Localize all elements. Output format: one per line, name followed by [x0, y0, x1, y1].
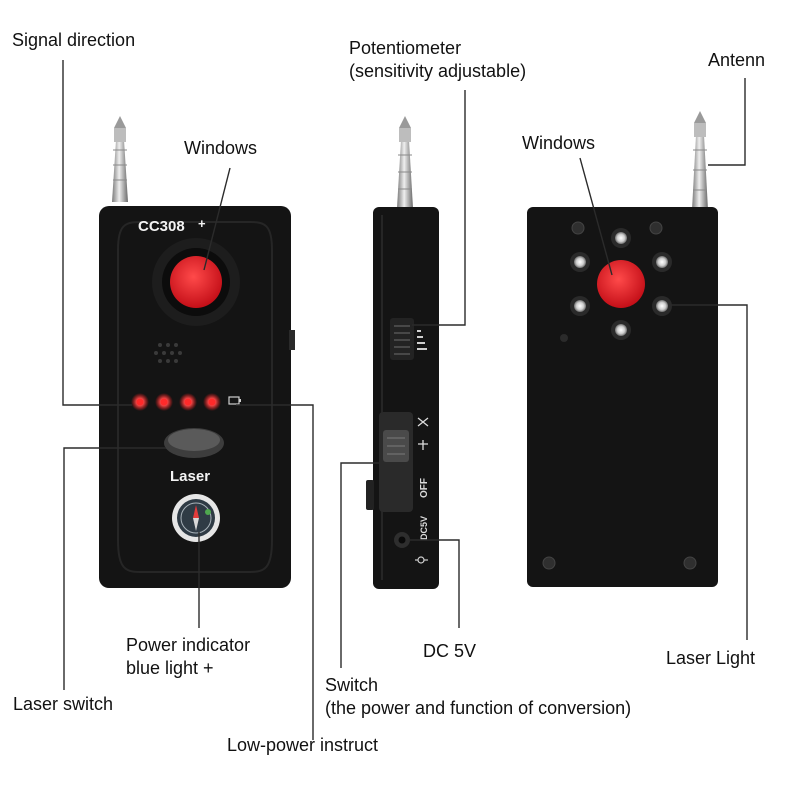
- laser-button: [164, 428, 224, 458]
- dc-port: [394, 532, 410, 548]
- laser-button-label: Laser: [170, 468, 210, 485]
- polarity-icon: [415, 556, 428, 564]
- label-windows-back: Windows: [522, 133, 596, 153]
- label-low-power: Low-power instruct: [227, 735, 379, 755]
- antenna-icon: [112, 116, 128, 202]
- leader-dc-5v: [410, 539, 460, 628]
- label-laser-switch: Laser switch: [13, 694, 114, 714]
- potentiometer-wheel: [390, 318, 414, 360]
- dc-port-label: DC5V: [419, 516, 429, 540]
- leader-antenn: [708, 78, 746, 166]
- leader-switch: [340, 462, 384, 668]
- front-window: [170, 256, 222, 308]
- leader-lines: [62, 60, 748, 740]
- mode-switch: [379, 412, 413, 512]
- label-laser-light: Laser Light: [666, 648, 756, 668]
- front-device: CC308 + Lase: [99, 116, 295, 588]
- compass-icon: [172, 494, 220, 542]
- speaker-grille-icon: [154, 343, 182, 363]
- back-device: [527, 111, 718, 587]
- switch-mode-icons: [417, 417, 429, 450]
- model-name: CC308: [138, 218, 185, 235]
- leader-low-power: [236, 404, 314, 740]
- signal-leds: [131, 393, 221, 411]
- signal-level-marks: [417, 330, 427, 350]
- antenna-icon: [397, 116, 413, 208]
- back-pinhole: [560, 334, 568, 342]
- label-signal-direction: Signal direction: [12, 30, 136, 50]
- laser-light-ring: [570, 228, 672, 340]
- label-switch: Switch (the power and function of conver…: [325, 675, 632, 718]
- battery-icon: [228, 396, 241, 405]
- antenna-icon: [692, 111, 708, 210]
- switch-off-label: OFF: [419, 478, 430, 498]
- leader-windows-back: [579, 157, 613, 276]
- model-plus: +: [198, 216, 206, 231]
- side-device: OFF DC5V: [366, 116, 439, 589]
- label-antenn: Antenn: [708, 50, 766, 70]
- label-windows-front: Windows: [184, 138, 258, 158]
- leader-signal-direction: [62, 60, 132, 406]
- label-dc-5v: DC 5V: [423, 641, 477, 661]
- leader-potentiometer: [412, 90, 466, 326]
- label-potentiometer: Potentiometer (sensitivity adjustable): [349, 38, 527, 81]
- back-window: [597, 260, 645, 308]
- leader-laser-switch: [63, 447, 166, 690]
- corner-screws: [542, 221, 697, 570]
- label-power-indicator: Power indicator blue light +: [126, 635, 251, 678]
- leader-windows-front: [203, 167, 231, 271]
- leader-laser-light: [668, 304, 748, 640]
